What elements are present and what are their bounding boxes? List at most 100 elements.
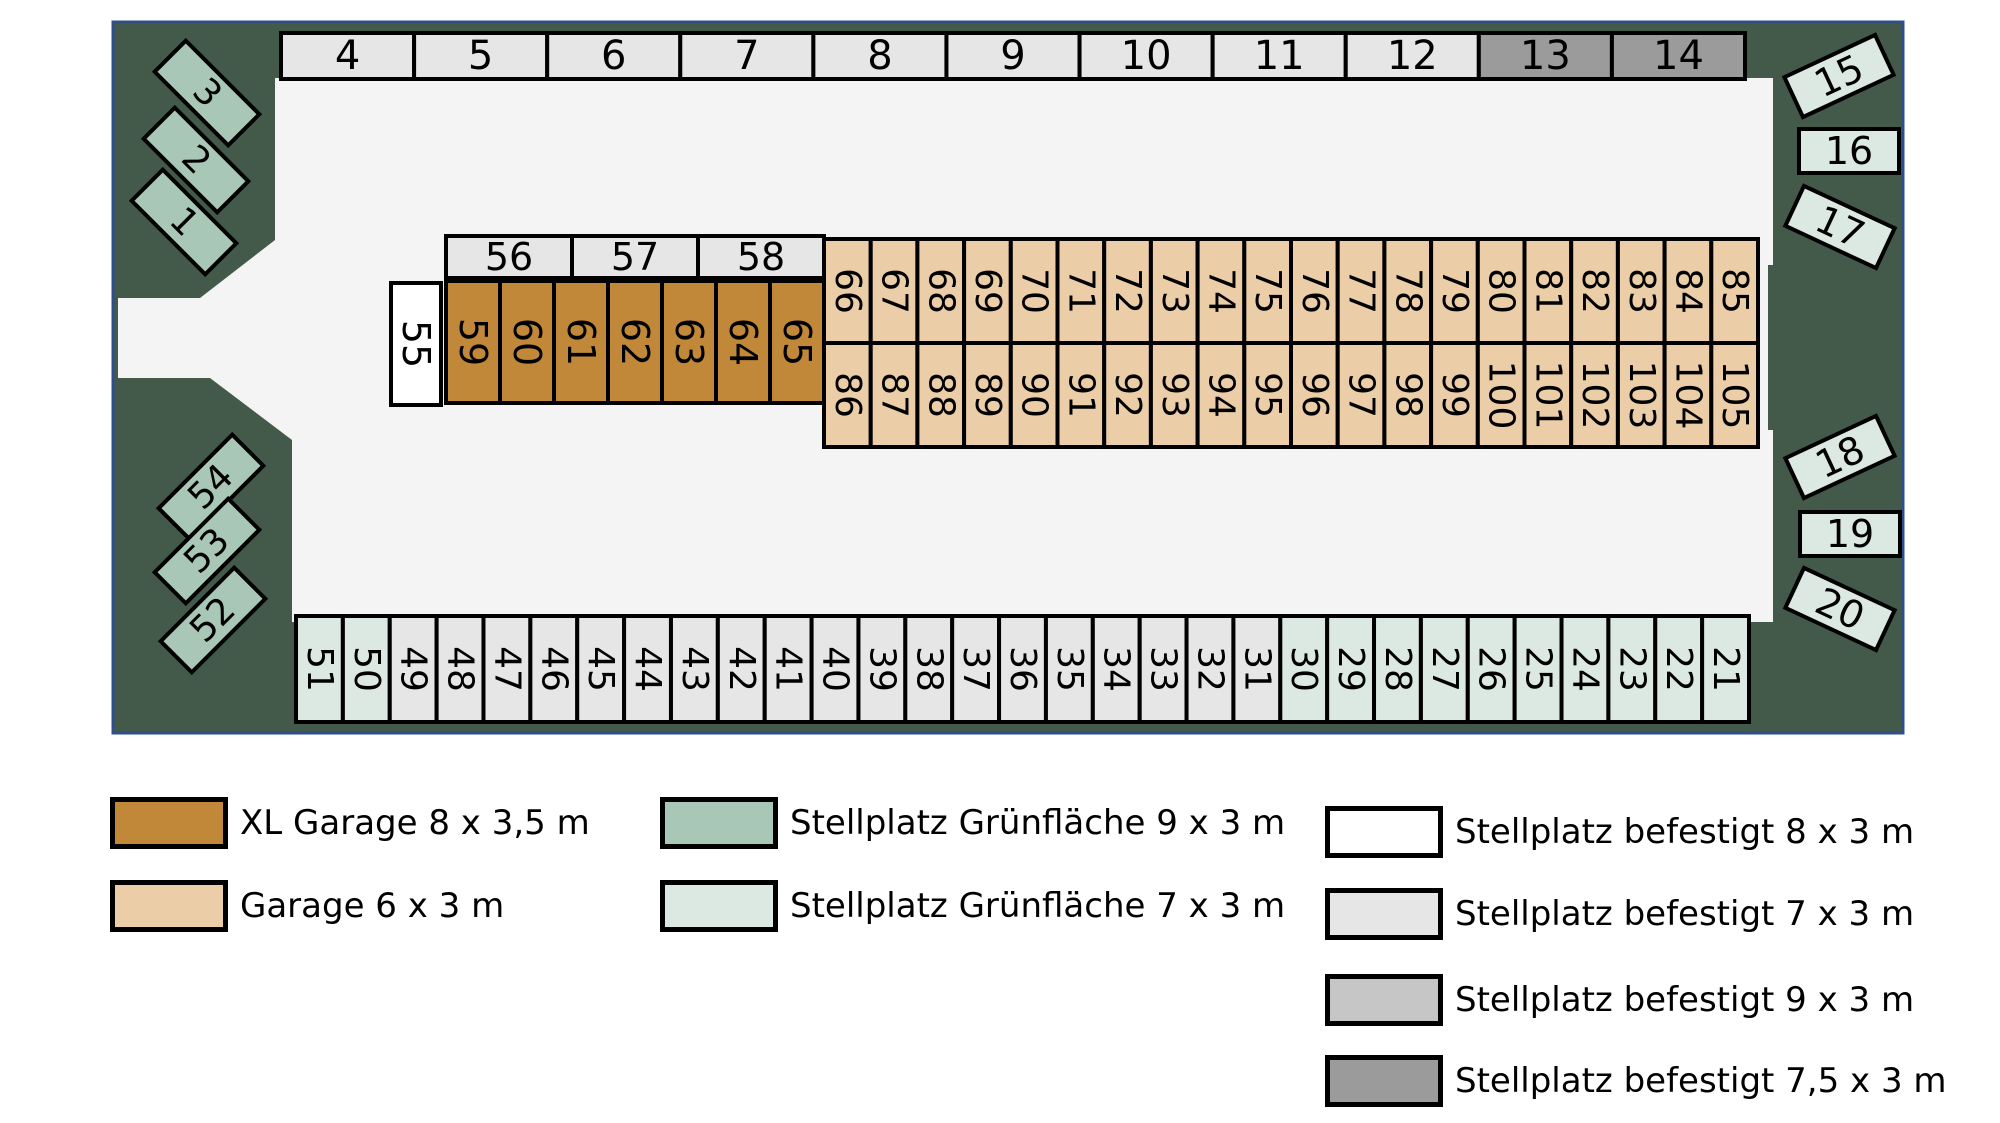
- parking-spot-77[interactable]: 77: [1335, 237, 1387, 345]
- parking-spot-36[interactable]: 36: [997, 614, 1048, 724]
- parking-spot-46[interactable]: 46: [528, 614, 580, 724]
- parking-spot-5[interactable]: 5: [412, 31, 550, 81]
- parking-spot-33[interactable]: 33: [1137, 614, 1189, 724]
- parking-spot-11[interactable]: 11: [1210, 31, 1348, 81]
- parking-spot-3[interactable]: 3: [151, 37, 263, 149]
- parking-spot-102[interactable]: 102: [1569, 341, 1620, 449]
- parking-spot-32[interactable]: 32: [1184, 614, 1236, 724]
- parking-spot-44[interactable]: 44: [622, 614, 673, 724]
- parking-spot-6[interactable]: 6: [545, 31, 683, 81]
- parking-spot-1[interactable]: 1: [128, 166, 240, 278]
- parking-spot-9[interactable]: 9: [944, 31, 1082, 81]
- parking-spot-99[interactable]: 99: [1429, 341, 1480, 449]
- parking-spot-40[interactable]: 40: [809, 614, 861, 724]
- parking-spot-27[interactable]: 27: [1418, 614, 1470, 724]
- parking-spot-85[interactable]: 85: [1709, 237, 1761, 345]
- parking-spot-73[interactable]: 73: [1148, 237, 1200, 345]
- parking-spot-71[interactable]: 71: [1055, 237, 1107, 345]
- parking-spot-61[interactable]: 61: [552, 279, 610, 405]
- parking-spot-104[interactable]: 104: [1662, 341, 1714, 449]
- parking-spot-65[interactable]: 65: [768, 279, 826, 405]
- parking-spot-70[interactable]: 70: [1008, 237, 1060, 345]
- parking-spot-49[interactable]: 49: [387, 614, 439, 724]
- parking-spot-35[interactable]: 35: [1043, 614, 1095, 724]
- parking-spot-12[interactable]: 12: [1343, 31, 1481, 81]
- parking-spot-14[interactable]: 14: [1609, 31, 1748, 81]
- parking-spot-87[interactable]: 87: [868, 341, 920, 449]
- parking-spot-76[interactable]: 76: [1288, 237, 1340, 345]
- parking-spot-16[interactable]: 16: [1797, 127, 1901, 175]
- parking-spot-25[interactable]: 25: [1512, 614, 1564, 724]
- parking-spot-37[interactable]: 37: [950, 614, 1002, 724]
- parking-spot-2[interactable]: 2: [140, 104, 252, 216]
- parking-spot-4[interactable]: 4: [278, 31, 417, 81]
- parking-spot-50[interactable]: 50: [340, 614, 392, 724]
- parking-spot-39[interactable]: 39: [856, 614, 908, 724]
- parking-spot-62[interactable]: 62: [606, 279, 664, 405]
- parking-spot-48[interactable]: 48: [434, 614, 486, 724]
- parking-spot-28[interactable]: 28: [1372, 614, 1423, 724]
- parking-spot-94[interactable]: 94: [1195, 341, 1247, 449]
- parking-spot-79[interactable]: 79: [1429, 237, 1480, 345]
- parking-spot-98[interactable]: 98: [1382, 341, 1434, 449]
- parking-spot-45[interactable]: 45: [575, 614, 627, 724]
- parking-spot-13[interactable]: 13: [1476, 31, 1614, 81]
- parking-spot-41[interactable]: 41: [762, 614, 814, 724]
- parking-spot-55[interactable]: 55: [389, 281, 443, 407]
- parking-spot-72[interactable]: 72: [1102, 237, 1153, 345]
- parking-spot-101[interactable]: 101: [1522, 341, 1574, 449]
- parking-spot-58[interactable]: 58: [696, 234, 826, 280]
- parking-spot-93[interactable]: 93: [1148, 341, 1200, 449]
- parking-spot-7[interactable]: 7: [678, 31, 816, 81]
- parking-spot-23[interactable]: 23: [1606, 614, 1658, 724]
- parking-spot-26[interactable]: 26: [1465, 614, 1517, 724]
- parking-spot-57[interactable]: 57: [570, 234, 700, 280]
- parking-spot-56[interactable]: 56: [444, 234, 574, 280]
- parking-spot-88[interactable]: 88: [915, 341, 967, 449]
- parking-spot-82[interactable]: 82: [1569, 237, 1620, 345]
- parking-spot-105[interactable]: 105: [1709, 341, 1761, 449]
- parking-spot-100[interactable]: 100: [1475, 341, 1527, 449]
- parking-spot-68[interactable]: 68: [915, 237, 967, 345]
- parking-spot-78[interactable]: 78: [1382, 237, 1434, 345]
- parking-spot-92[interactable]: 92: [1102, 341, 1153, 449]
- parking-spot-95[interactable]: 95: [1242, 341, 1294, 449]
- parking-spot-24[interactable]: 24: [1559, 614, 1611, 724]
- parking-spot-80[interactable]: 80: [1475, 237, 1527, 345]
- parking-spot-96[interactable]: 96: [1288, 341, 1340, 449]
- parking-spot-66[interactable]: 66: [821, 237, 873, 345]
- parking-spot-59[interactable]: 59: [444, 279, 502, 405]
- parking-spot-67[interactable]: 67: [868, 237, 920, 345]
- parking-spot-47[interactable]: 47: [481, 614, 533, 724]
- parking-spot-53[interactable]: 53: [151, 495, 263, 607]
- parking-spot-30[interactable]: 30: [1278, 614, 1330, 724]
- parking-spot-97[interactable]: 97: [1335, 341, 1387, 449]
- parking-spot-64[interactable]: 64: [714, 279, 772, 405]
- parking-spot-43[interactable]: 43: [668, 614, 720, 724]
- parking-spot-91[interactable]: 91: [1055, 341, 1107, 449]
- parking-spot-8[interactable]: 8: [811, 31, 949, 81]
- parking-spot-19[interactable]: 19: [1798, 510, 1902, 558]
- parking-spot-86[interactable]: 86: [821, 341, 873, 449]
- parking-spot-74[interactable]: 74: [1195, 237, 1247, 345]
- parking-spot-75[interactable]: 75: [1242, 237, 1294, 345]
- parking-spot-84[interactable]: 84: [1662, 237, 1714, 345]
- parking-spot-29[interactable]: 29: [1325, 614, 1377, 724]
- parking-spot-31[interactable]: 31: [1231, 614, 1283, 724]
- parking-spot-63[interactable]: 63: [660, 279, 718, 405]
- parking-spot-54[interactable]: 54: [155, 431, 267, 543]
- parking-spot-103[interactable]: 103: [1615, 341, 1667, 449]
- parking-spot-51[interactable]: 51: [294, 614, 345, 724]
- parking-spot-42[interactable]: 42: [715, 614, 767, 724]
- parking-spot-69[interactable]: 69: [962, 237, 1013, 345]
- parking-spot-60[interactable]: 60: [498, 279, 556, 405]
- parking-spot-38[interactable]: 38: [903, 614, 955, 724]
- parking-spot-22[interactable]: 22: [1653, 614, 1705, 724]
- parking-spot-90[interactable]: 90: [1008, 341, 1060, 449]
- parking-spot-21[interactable]: 21: [1700, 614, 1752, 724]
- parking-spot-81[interactable]: 81: [1522, 237, 1574, 345]
- parking-spot-10[interactable]: 10: [1077, 31, 1215, 81]
- parking-spot-34[interactable]: 34: [1090, 614, 1142, 724]
- parking-spot-89[interactable]: 89: [962, 341, 1013, 449]
- parking-spot-83[interactable]: 83: [1615, 237, 1667, 345]
